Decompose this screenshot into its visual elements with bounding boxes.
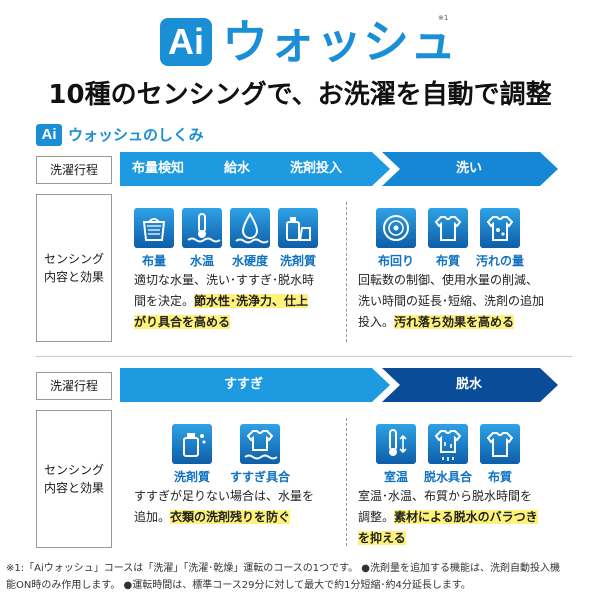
label-cloth-rotation: 布回り	[377, 254, 414, 268]
desc-spin-highlight2: を抑える	[358, 531, 406, 545]
desc-prep-highlight1: 節水性･洗浄力、仕上	[194, 294, 309, 308]
desc-spin-line2: 調整。	[358, 510, 395, 524]
spin-level-icon	[428, 424, 468, 464]
sub-ai-badge: Ai	[36, 124, 62, 146]
desc-prep-line1: 適切な水量、洗い･すすぎ･脱水時	[134, 273, 315, 287]
step-water-supply: 給水	[224, 161, 251, 176]
description-wash: 回転数の制御、使用水量の削減、 洗い時間の延長･短縮、洗剤の追加 投入。汚れ落ち…	[358, 270, 568, 333]
cloth-rotation-icon	[376, 208, 416, 248]
description-rinse: すすぎが足りない場合は、水量を 追加。衣類の洗剤残りを防ぐ	[134, 486, 340, 528]
page-headline: 10種のセンシングで、お洗濯を自動で調整	[48, 80, 552, 110]
desc-wash-line1: 回転数の制御、使用水量の削減、	[358, 273, 539, 287]
desc-prep-highlight2: がり具合を高める	[134, 315, 231, 329]
dirt-amount-icon	[480, 208, 520, 248]
desc-wash-highlight: 汚れ落ち効果を高める	[394, 315, 515, 329]
sensing-label: センシング 内容と効果	[36, 194, 112, 342]
step-detergent: 洗剤投入	[290, 161, 343, 176]
label-dirt-amount: 汚れの量	[475, 254, 524, 268]
footnote: ※1:「Aiウォッシュ」コースは「洗濯」「洗濯･乾燥」運転のコースの1つです。 …	[6, 560, 596, 594]
section-rinse-spin: 洗濯行程 すすぎ 脱水 センシング 内容と効果 洗剤質 すすぎ具合 すすぎが足り…	[36, 368, 572, 554]
section-wash: 洗濯行程 布量検知 給水 洗剤投入 洗い センシング 内容と効果 布量 水温 水…	[36, 152, 572, 352]
process-arrow-spin: 脱水	[382, 368, 558, 402]
label-rinse-level: すすぎ具合	[229, 470, 290, 484]
ai-logo-badge: Ai	[160, 18, 212, 66]
label-load: 布量	[141, 254, 166, 268]
fabric-type-icon	[428, 208, 468, 248]
sensing-label-line2: 内容と効果	[43, 481, 104, 495]
label-spin-level: 脱水具合	[423, 470, 472, 484]
desc-wash-line2: 洗い時間の延長･短縮、洗剤の追加	[358, 294, 545, 308]
load-icon	[134, 208, 174, 248]
sensing-label-line2: 内容と効果	[43, 270, 104, 284]
description-prep: 適切な水量、洗い･すすぎ･脱水時 間を決定。節水性･洗浄力、仕上 がり具合を高め…	[134, 270, 340, 333]
desc-wash-line3: 投入。	[358, 315, 395, 329]
rinse-detergent-icon	[172, 424, 212, 464]
desc-prep-line2: 間を決定。	[134, 294, 195, 308]
step-wash: 洗い	[456, 161, 483, 176]
step-rinse: すすぎ	[224, 377, 264, 392]
water-temp-icon	[182, 208, 222, 248]
sensing-label: センシング 内容と効果	[36, 410, 112, 548]
section-separator	[36, 356, 572, 357]
process-arrow-prep: 布量検知 給水 洗剤投入	[120, 152, 390, 186]
section-divider	[346, 202, 347, 342]
desc-spin-line1: 室温･水温、布質から脱水時間を	[358, 489, 533, 503]
detergent-type-icon	[278, 208, 318, 248]
sensing-label-line1: センシング	[43, 463, 104, 477]
subheading-text: ウォッシュのしくみ	[68, 126, 204, 144]
label-fabric-type: 布質	[435, 254, 460, 268]
process-label: 洗濯行程	[36, 156, 112, 184]
desc-rinse-line1: すすぎが足りない場合は、水量を	[134, 489, 315, 503]
step-spin: 脱水	[456, 377, 483, 392]
process-arrow-rinse: すすぎ	[120, 368, 390, 402]
step-load-detect: 布量検知	[132, 161, 185, 176]
label-room-temp: 室温	[383, 470, 408, 484]
brand-header: Ai ウォッシュ ※1	[0, 8, 600, 70]
room-temp-icon	[376, 424, 416, 464]
label-spin-fabric: 布質	[487, 470, 512, 484]
label-detergent-type: 洗剤質	[279, 254, 316, 268]
label-rinse-detergent: 洗剤質	[173, 470, 210, 484]
brand-name: ウォッシュ	[222, 15, 457, 69]
sensing-label-line1: センシング	[43, 252, 104, 266]
spin-fabric-icon	[480, 424, 520, 464]
rinse-level-icon	[240, 424, 280, 464]
label-water-hardness: 水硬度	[231, 254, 268, 268]
desc-spin-highlight1: 素材による脱水のバラつき	[394, 510, 538, 524]
water-hardness-icon	[230, 208, 270, 248]
brand-footnote-mark: ※1	[438, 14, 449, 22]
description-spin: 室温･水温、布質から脱水時間を 調整。素材による脱水のバラつき を抑える	[358, 486, 568, 549]
label-water-temp: 水温	[189, 254, 214, 268]
section-divider	[346, 418, 347, 546]
footnote-line1: ※1:「Aiウォッシュ」コースは「洗濯」「洗濯･乾燥」運転のコースの1つです。 …	[6, 563, 560, 574]
footnote-line2: 能ON時のみ作用します。 ●運転時間は、標準コース29分に対して最大で約1分短縮…	[6, 580, 471, 591]
desc-rinse-line2: 追加。	[134, 510, 171, 524]
process-label: 洗濯行程	[36, 372, 112, 400]
process-arrow-wash: 洗い	[382, 152, 558, 186]
desc-rinse-highlight: 衣類の洗剤残りを防ぐ	[170, 510, 291, 524]
